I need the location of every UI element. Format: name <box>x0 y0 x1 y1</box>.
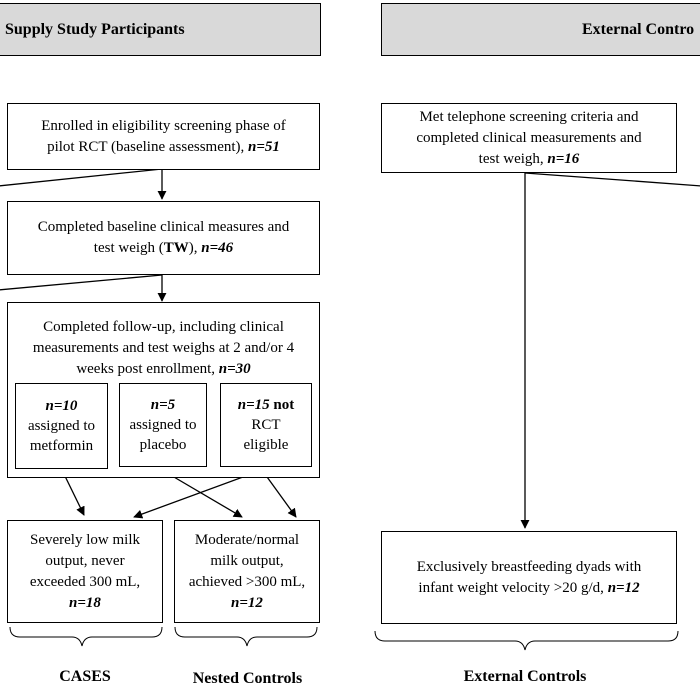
box-nested-line1: Moderate/normal <box>194 531 300 548</box>
box-followup-line1: Completed follow-up, including clinical <box>43 319 284 335</box>
box-baseline: Completed baseline clinical measures and… <box>7 201 320 275</box>
box-metformin-line2: assigned to <box>27 418 96 434</box>
box-cases-line1: Severely low milk <box>30 531 140 548</box>
box-cases-line2: output, never <box>45 552 125 569</box>
box-enrolled: Enrolled in eligibility screening phase … <box>7 103 320 170</box>
box-followup-n: n=30 <box>218 361 251 377</box>
box-nested-controls: Moderate/normal milk output, achieved >3… <box>174 520 320 623</box>
label-nested-controls: Nested Controls <box>192 670 303 687</box>
box-cases: Severely low milk output, never exceeded… <box>7 520 163 623</box>
box-followup-line3: weeks post enrollment, <box>76 361 219 377</box>
box-telephone-line2: completed clinical measurements and <box>416 129 642 146</box>
box-placebo-line3: placebo <box>139 437 187 453</box>
box-not-rct-eligible: n=15 not RCT eligible <box>220 383 312 467</box>
box-baseline-line2b: ), <box>188 240 202 256</box>
box-telephone-n: n=16 <box>547 150 580 167</box>
box-telephone-line1: Met telephone screening criteria and <box>419 108 639 125</box>
box-nested-line2: milk output, <box>210 552 284 569</box>
box-placebo-n: n=5 <box>150 397 176 413</box>
header-supply-study-label: Supply Study Participants <box>5 20 185 38</box>
box-enrolled-n: n=51 <box>248 138 280 155</box>
box-baseline-line1: Completed baseline clinical measures and <box>37 219 290 235</box>
label-cases: CASES <box>59 668 111 685</box>
box-cases-n: n=18 <box>69 594 101 611</box>
brace-external <box>374 630 679 651</box>
header-external-controls-label: External Contro <box>582 20 695 38</box>
exclusion-line-2 <box>0 274 163 291</box>
box-metformin-n: n=10 <box>45 398 78 414</box>
header-external-controls: External Contro <box>381 3 700 56</box>
box-telephone-line3: test weigh, <box>478 150 548 167</box>
brace-nested <box>174 626 318 647</box>
box-not-rct-n: n=15 <box>237 397 270 413</box>
label-external-controls: External Controls <box>463 668 587 685</box>
box-not-rct-suffix: not <box>269 397 295 413</box>
box-enrolled-line1: Enrolled in eligibility screening phase … <box>41 117 286 134</box>
box-nested-line3: achieved >300 mL, <box>188 573 306 590</box>
header-supply-study: Supply Study Participants <box>0 3 321 56</box>
box-telephone: Met telephone screening criteria and com… <box>381 103 677 173</box>
exclusion-line-right <box>524 172 700 187</box>
box-enrolled-line2: pilot RCT (baseline assessment), <box>47 138 249 155</box>
box-exclusive-breastfeeding: Exclusively breastfeeding dyads with inf… <box>381 531 677 624</box>
box-exclusive-n: n=12 <box>607 579 640 596</box>
exclusion-line-1 <box>0 168 163 187</box>
box-not-rct-line3: eligible <box>243 437 289 453</box>
box-exclusive-line2: infant weight velocity >20 g/d, <box>418 579 608 596</box>
box-exclusive-line1: Exclusively breastfeeding dyads with <box>416 558 642 575</box>
box-not-rct-line2: RCT <box>251 417 281 433</box>
brace-cases <box>9 626 163 647</box>
box-baseline-tw: TW <box>163 240 189 256</box>
box-baseline-line2a: test weigh ( <box>93 240 164 256</box>
box-cases-line3: exceeded 300 mL, <box>29 573 141 590</box>
box-nested-n: n=12 <box>231 594 263 611</box>
box-baseline-n: n=46 <box>201 240 234 256</box>
box-followup-line2: measurements and test weighs at 2 and/or… <box>32 340 295 356</box>
box-placebo-line2: assigned to <box>129 417 197 433</box>
box-placebo: n=5 assigned to placebo <box>119 383 207 467</box>
box-metformin: n=10 assigned to metformin <box>15 383 108 469</box>
box-metformin-line3: metformin <box>29 438 94 454</box>
